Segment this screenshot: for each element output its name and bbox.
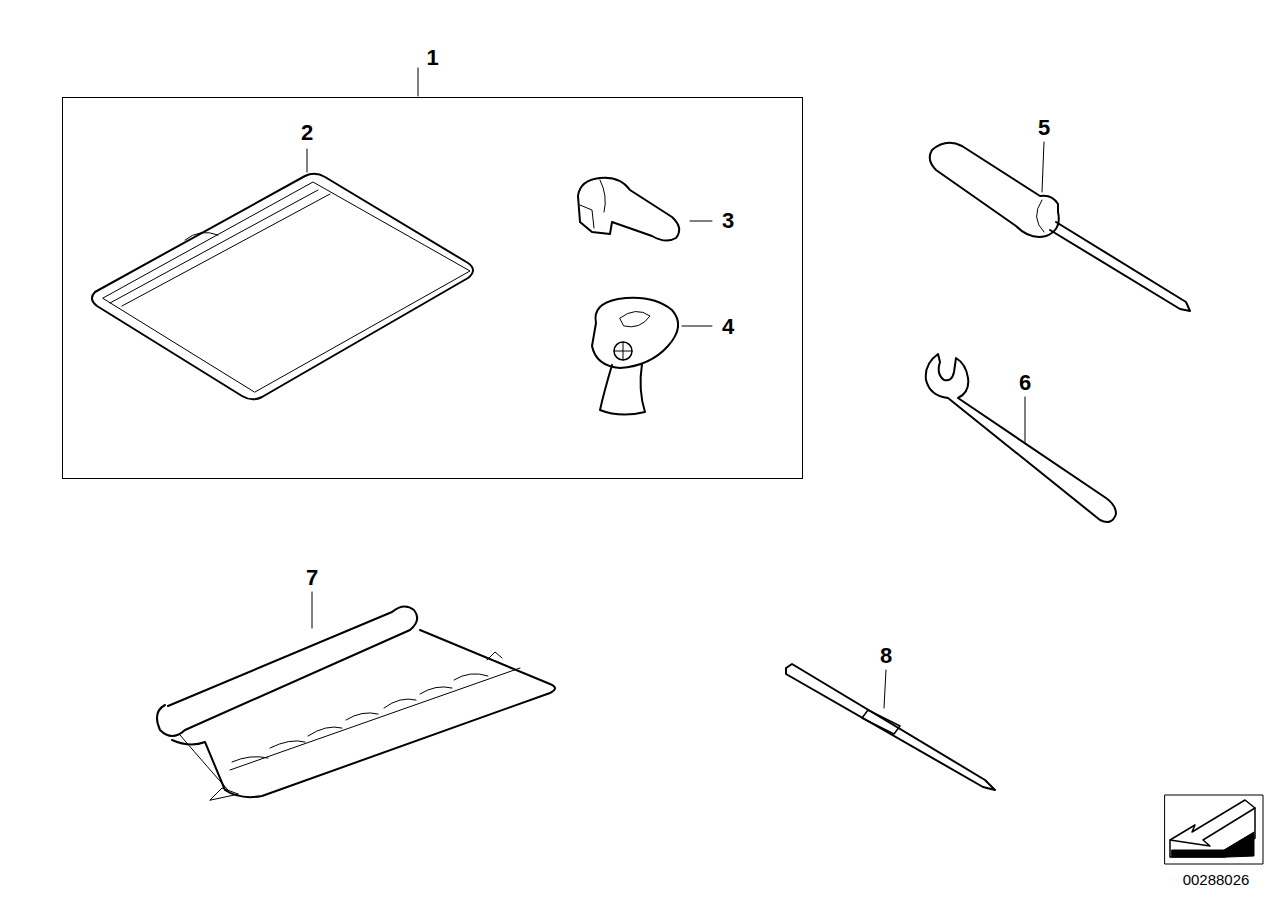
callout-number: 6 (1019, 372, 1031, 394)
callout-number: 8 (880, 645, 892, 667)
callout-number: 7 (306, 567, 318, 589)
callout-number: 4 (722, 316, 734, 338)
group-frame: 1 (62, 97, 803, 479)
callout-number: 5 (1038, 117, 1050, 139)
diagram-number: 00288026 (1183, 872, 1250, 887)
callout-number: 2 (301, 122, 313, 144)
callout-number: 1 (426, 45, 438, 71)
callout-number: 3 (722, 210, 734, 232)
